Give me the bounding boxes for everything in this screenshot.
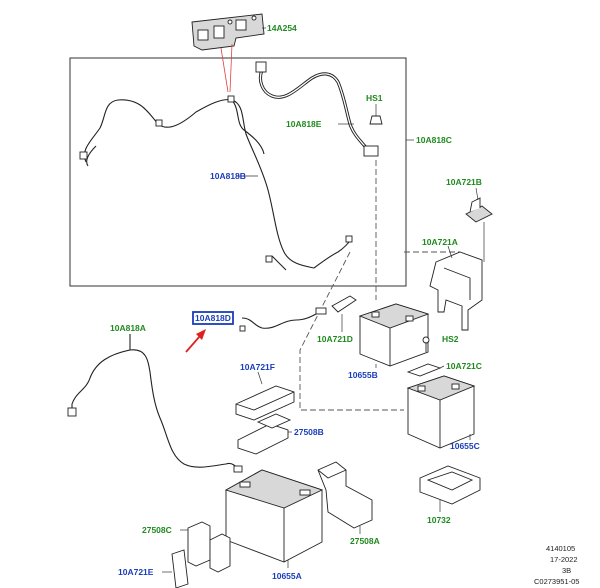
label-10A721E[interactable]: 10A721E: [118, 567, 154, 577]
highlight-box: [192, 311, 234, 325]
bracket-10A721F[interactable]: [235, 371, 295, 421]
label-10A818B[interactable]: 10A818B: [210, 171, 246, 181]
label-hs1[interactable]: HS1: [366, 93, 383, 103]
footer-code-1: 4140105: [546, 544, 575, 553]
label-10A721F[interactable]: 10A721F: [240, 362, 275, 372]
label-hs2[interactable]: HS2: [442, 334, 459, 344]
fuse-hs2[interactable]: [422, 336, 430, 352]
clamp-27508C[interactable]: [180, 521, 231, 573]
pointer-arrow: [185, 329, 206, 353]
label-10A818C[interactable]: 10A818C: [416, 135, 452, 145]
label-27508B[interactable]: 27508B: [294, 427, 324, 437]
bracket-10A721E[interactable]: [162, 549, 189, 588]
clamp-10A721C[interactable]: [406, 363, 445, 377]
label-10A721B[interactable]: 10A721B: [446, 177, 482, 187]
label-10A721D[interactable]: 10A721D: [317, 334, 353, 344]
label-10732[interactable]: 10732: [427, 515, 451, 525]
footer-code-2: 17-2022: [550, 555, 578, 564]
bracket-10A721D[interactable]: [331, 295, 357, 332]
label-10A818E[interactable]: 10A818E: [286, 119, 322, 129]
detail-frame: [69, 57, 407, 287]
battery-tray-10732[interactable]: [419, 465, 481, 512]
label-10655B[interactable]: 10655B: [348, 370, 378, 380]
cover-27508A[interactable]: [317, 461, 373, 534]
dashed-connector: [299, 251, 404, 411]
label-27508A[interactable]: 27508A: [350, 536, 380, 546]
cover-27508B[interactable]: [237, 413, 292, 455]
label-10A818D[interactable]: 10A818D: [195, 313, 231, 323]
harness-10A818D[interactable]: [239, 307, 327, 332]
footer-code-3: 3B: [562, 566, 571, 575]
label-14A254[interactable]: 14A254: [267, 23, 297, 33]
label-10A721C[interactable]: 10A721C: [446, 361, 482, 371]
battery-10655B[interactable]: [358, 303, 430, 368]
label-10A721A[interactable]: 10A721A: [422, 237, 458, 247]
harness-10A818A[interactable]: [67, 334, 243, 473]
label-10655A[interactable]: 10655A: [272, 571, 302, 581]
harness-10A818B[interactable]: [79, 95, 353, 271]
battery-10655C[interactable]: [406, 375, 476, 449]
leader-red: [229, 43, 233, 93]
bracket-14A254[interactable]: [191, 13, 265, 51]
battery-tray-10A721A[interactable]: [429, 245, 483, 331]
harness-10A818E[interactable]: [255, 61, 379, 157]
label-10655C[interactable]: 10655C: [450, 441, 480, 451]
bracket-10A721B[interactable]: [465, 187, 493, 262]
footer-code-4: C0273951-05: [534, 577, 579, 586]
label-10A818A[interactable]: 10A818A: [110, 323, 146, 333]
leader-red: [220, 47, 229, 93]
label-27508C[interactable]: 27508C: [142, 525, 172, 535]
fuse-hs1[interactable]: [369, 104, 383, 125]
battery-10655A[interactable]: [224, 469, 324, 568]
